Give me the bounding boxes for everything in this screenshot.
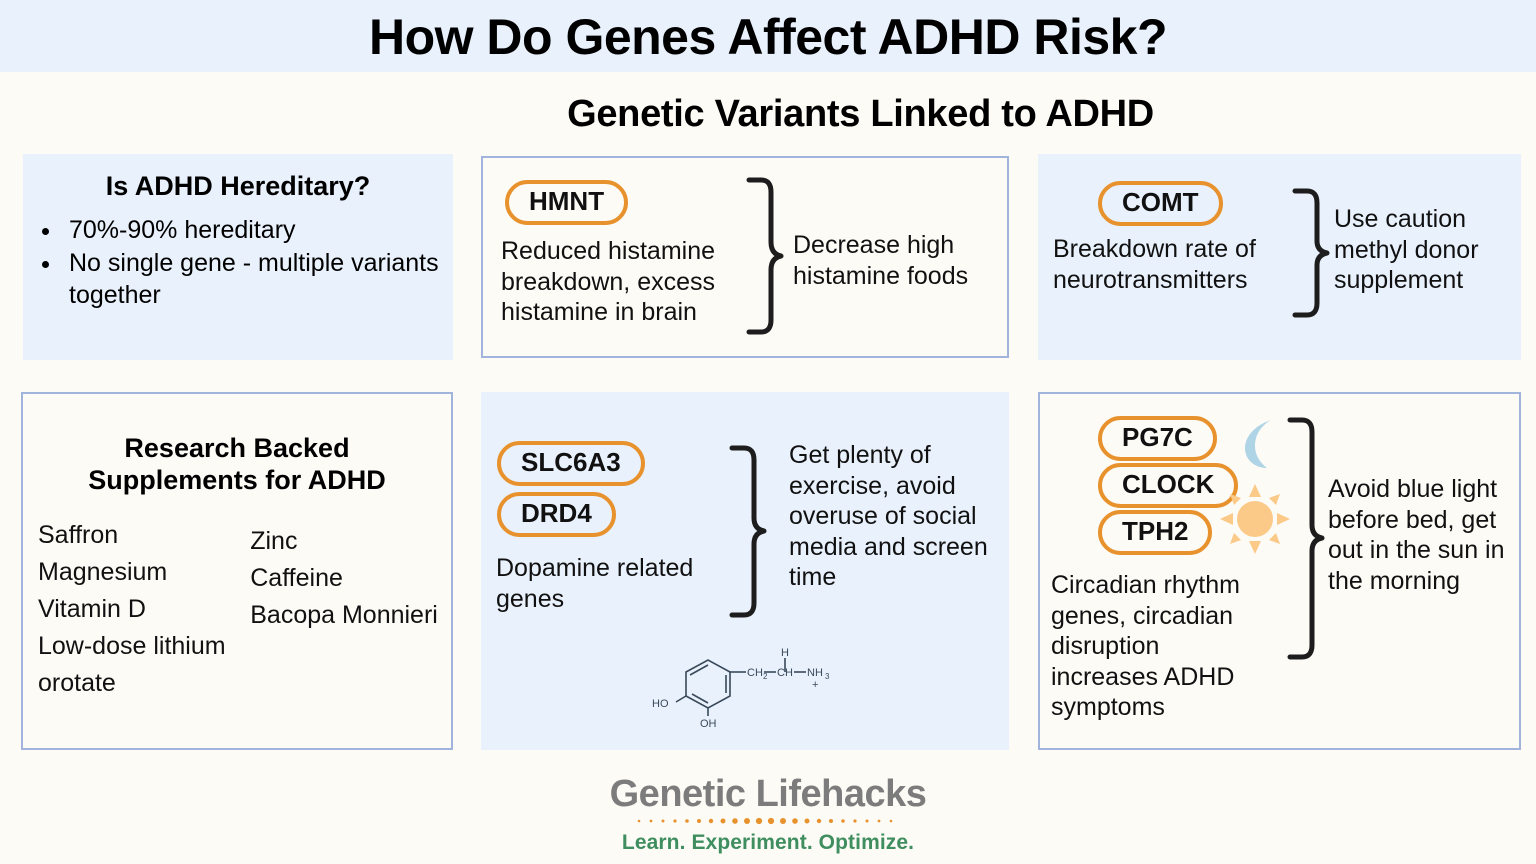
gene-pill-wrap: DRD4 [497, 492, 616, 538]
list-item: Zinc [250, 526, 298, 555]
molecule-label-ch2-sub: 2 [763, 672, 768, 681]
gene-pill-clock[interactable]: CLOCK [1098, 463, 1239, 509]
molecule-label-ch2: CH [747, 667, 763, 679]
list-item: Caffeine [250, 563, 343, 592]
dopamine-action: Get plenty of exercise, avoid overuse of… [789, 441, 988, 591]
hmnt-action: Decrease high histamine foods [793, 231, 969, 290]
gene-pill-wrap: COMT [1098, 181, 1223, 227]
supplements-column-right: Zinc Caffeine Bacopa Monnieri [250, 517, 451, 702]
list-item: Low-dose lithium orotate [38, 631, 226, 697]
gene-pill-hmnt[interactable]: HMNT [505, 180, 629, 226]
brand-name: Genetic Lifehacks [609, 773, 927, 815]
dopamine-molecule-icon: HO OH CH 2 CH H NH 3 + [652, 647, 830, 729]
comt-action: Use caution methyl donor supplement [1334, 205, 1479, 294]
gene-pill-wrap: PG7C [1098, 416, 1217, 462]
list-item: Vitamin D [38, 594, 146, 623]
list-item: No single gene - multiple variants toget… [63, 247, 453, 311]
hereditary-title: Is ADHD Hereditary? [105, 171, 371, 201]
footer-logo: Genetic Lifehacks Learn. Experiment. Opt… [0, 775, 1536, 855]
molecule-label-plus: + [812, 679, 818, 691]
sun-icon [1220, 484, 1290, 554]
panel-hmnt-gene: HMNT Reduced histamine breakdown, excess… [481, 156, 1009, 358]
panel-is-adhd-hereditary: Is ADHD Hereditary? 70%-90% hereditary N… [23, 154, 453, 360]
gene-pill-pg7c[interactable]: PG7C [1098, 416, 1217, 462]
moon-icon [1245, 420, 1271, 468]
molecule-label-ho: HO [652, 698, 669, 710]
panel-comt-gene: COMT Breakdown rate of neurotransmitters… [1038, 154, 1521, 360]
circadian-description: Circadian rhythm genes, circadian disrup… [1051, 571, 1240, 721]
gene-pill-wrap: SLC6A3 [497, 441, 645, 487]
molecule-label-nh3-sub: 3 [825, 672, 830, 681]
molecule-label-h: H [781, 647, 789, 659]
panel-dopamine-genes: SLC6A3 DRD4 Dopamine related genes Get p… [481, 392, 1009, 750]
supplements-columns: Saffron Magnesium Vitamin D Low-dose lit… [23, 517, 451, 702]
header-band [0, 0, 1536, 72]
comt-description: Breakdown rate of neurotransmitters [1053, 235, 1256, 294]
gene-pill-tph2[interactable]: TPH2 [1098, 510, 1213, 556]
brand-tagline: Learn. Experiment. Optimize. [621, 831, 915, 854]
panel-circadian-genes: PG7C CLOCK TPH2 Circadian rhythm gen [1038, 392, 1521, 750]
gene-pill-slc6a3[interactable]: SLC6A3 [497, 441, 645, 487]
molecule-label-nh3: NH [807, 667, 823, 679]
circadian-action: Avoid blue light before bed, get out in … [1328, 475, 1505, 595]
gene-pill-comt[interactable]: COMT [1098, 181, 1223, 227]
dotted-divider-icon [637, 817, 893, 825]
panel-research-backed-supplements: Research Backed Supplements for ADHD Saf… [21, 392, 453, 750]
list-item: 70%-90% hereditary [63, 214, 453, 246]
gene-pill-wrap: CLOCK [1098, 463, 1239, 509]
section-title: Genetic Variants Linked to ADHD [567, 93, 1154, 135]
molecule-label-oh: OH [700, 718, 717, 729]
page-title: How Do Genes Affect ADHD Risk? [368, 9, 1168, 65]
dopamine-description: Dopamine related genes [496, 554, 694, 613]
gene-pill-drd4[interactable]: DRD4 [497, 492, 616, 538]
gene-pill-wrap: HMNT [505, 180, 629, 226]
supplements-column-left: Saffron Magnesium Vitamin D Low-dose lit… [38, 517, 250, 702]
hmnt-description: Reduced histamine breakdown, excess hist… [501, 237, 716, 326]
supplements-title: Research Backed Supplements for ADHD [88, 433, 386, 496]
list-item: Magnesium [38, 557, 168, 586]
hereditary-bullet-list: 70%-90% hereditary No single gene - mult… [63, 214, 453, 311]
list-item: Saffron [38, 520, 119, 549]
molecule-label-ch: CH [777, 667, 793, 679]
gene-pill-wrap: TPH2 [1098, 510, 1213, 556]
list-item: Bacopa Monnieri [250, 600, 438, 629]
